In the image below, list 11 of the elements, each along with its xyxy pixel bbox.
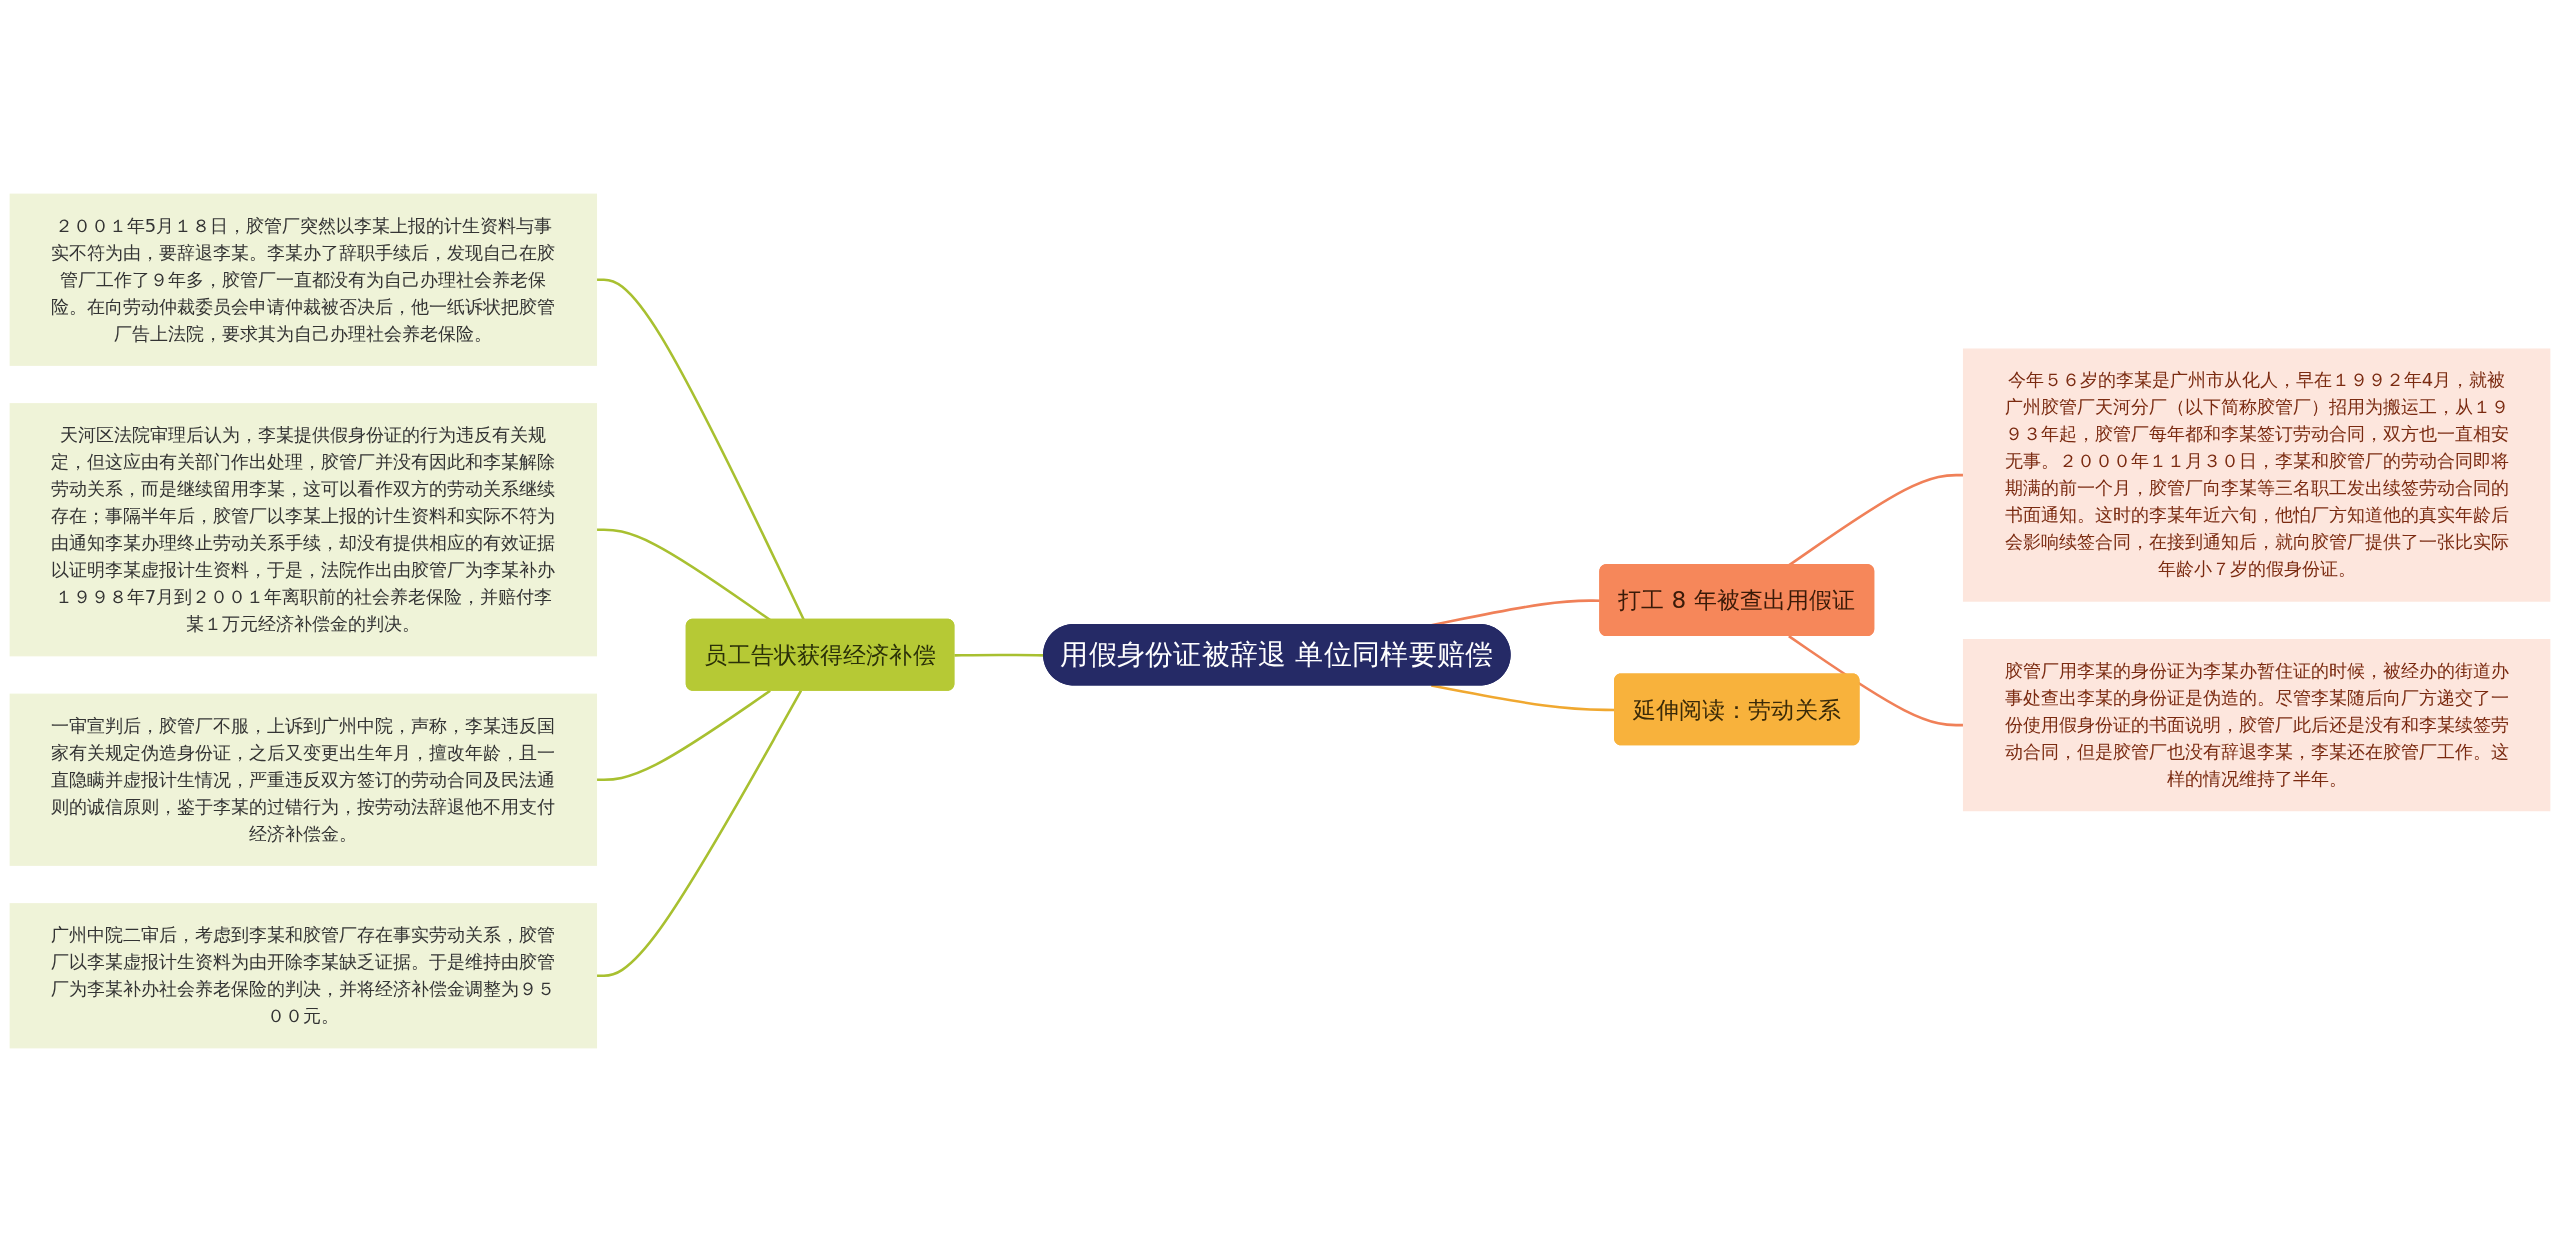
node-box: 今年５６岁的李某是广州市从化人，早在１９９２年4月，就被广州胶管厂天河分厂（以下简称胶管厂）招用为搬运工，从１９９３年起，胶管厂每年都和李某签订劳动合同，双方也一直相安无事。２０００年１１月３０日，李某和胶管厂的劳动合同即将期满的前一个月，胶管厂向李某等三名职工发出续签劳动合同的书面通知。这时的李某年近六旬，他怕厂方知道他的真实年龄后会影响续签合同，在接到通知后，就向胶管厂提供了一张比实际年龄小７岁的假身份证。 — [1962, 348, 2551, 602]
connector — [596, 690, 803, 978]
node-box: 一审宣判后，胶管厂不服，上诉到广州中院，声称，李某违反国家有关规定伪造身份证，之后又变更出生年月，擅改年龄，且一直隐瞒并虚报计生情况，严重违反双方签订的劳动合同及民法通则的诚信原则，鉴于李某的过错行为，按劳动法辞退他不用支付经济补偿金。 — [9, 693, 598, 866]
node-box: 天河区法院审理后认为，李某提供假身份证的行为违反有关规定，但这应由有关部门作出处理，胶管厂并没有因此和李某解除劳动关系，而是继续留用李某，这可以看作双方的劳动关系继续存在；事隔半年后，胶管厂以李某上报的计生资料和实际不符为由通知李某办理终止劳动关系手续，却没有提供相应的有效证据以证明李某虚报计生资料，于是，法院作出由胶管厂为李某补办１９９８年7月到２００１年离职前的社会养老保险，并赔付李某１万元经济补偿金的判决。 — [9, 403, 598, 657]
connector — [596, 689, 771, 782]
node-box: 胶管厂用李某的身份证为李某办暂住证的时候，被经办的街道办事处查出李某的身份证是伪造的。尽管李某随后向厂方递交了一份使用假身份证的书面说明，胶管厂此后还是没有和李某续签劳动合同，但是胶管厂也没有辞退李某，李某还在胶管厂工作。这样的情况维持了半年。 — [1962, 639, 2551, 812]
node-box: ２００１年5月１８日，胶管厂突然以李某上报的计生资料与事实不符为由，要辞退李某。李某办了辞职手续后，发现自己在胶管厂工作了９年多，胶管厂一直都没有为自己办理社会养老保险。在向劳动仲裁委员会申请仲裁被否决后，他一纸诉状把胶管厂告上法院，要求其为自己办理社会养老保险。 — [9, 193, 598, 366]
connector — [954, 653, 1045, 657]
connector — [1788, 635, 1964, 727]
node-box: 广州中院二审后，考虑到李某和胶管厂存在事实劳动关系，胶管厂以李某虚报计生资料为由开除李某缺乏证据。于是维持由胶管厂为李某补办社会养老保险的判决，并将经济补偿金调整为９５００元。 — [9, 903, 598, 1049]
connector — [596, 278, 806, 621]
